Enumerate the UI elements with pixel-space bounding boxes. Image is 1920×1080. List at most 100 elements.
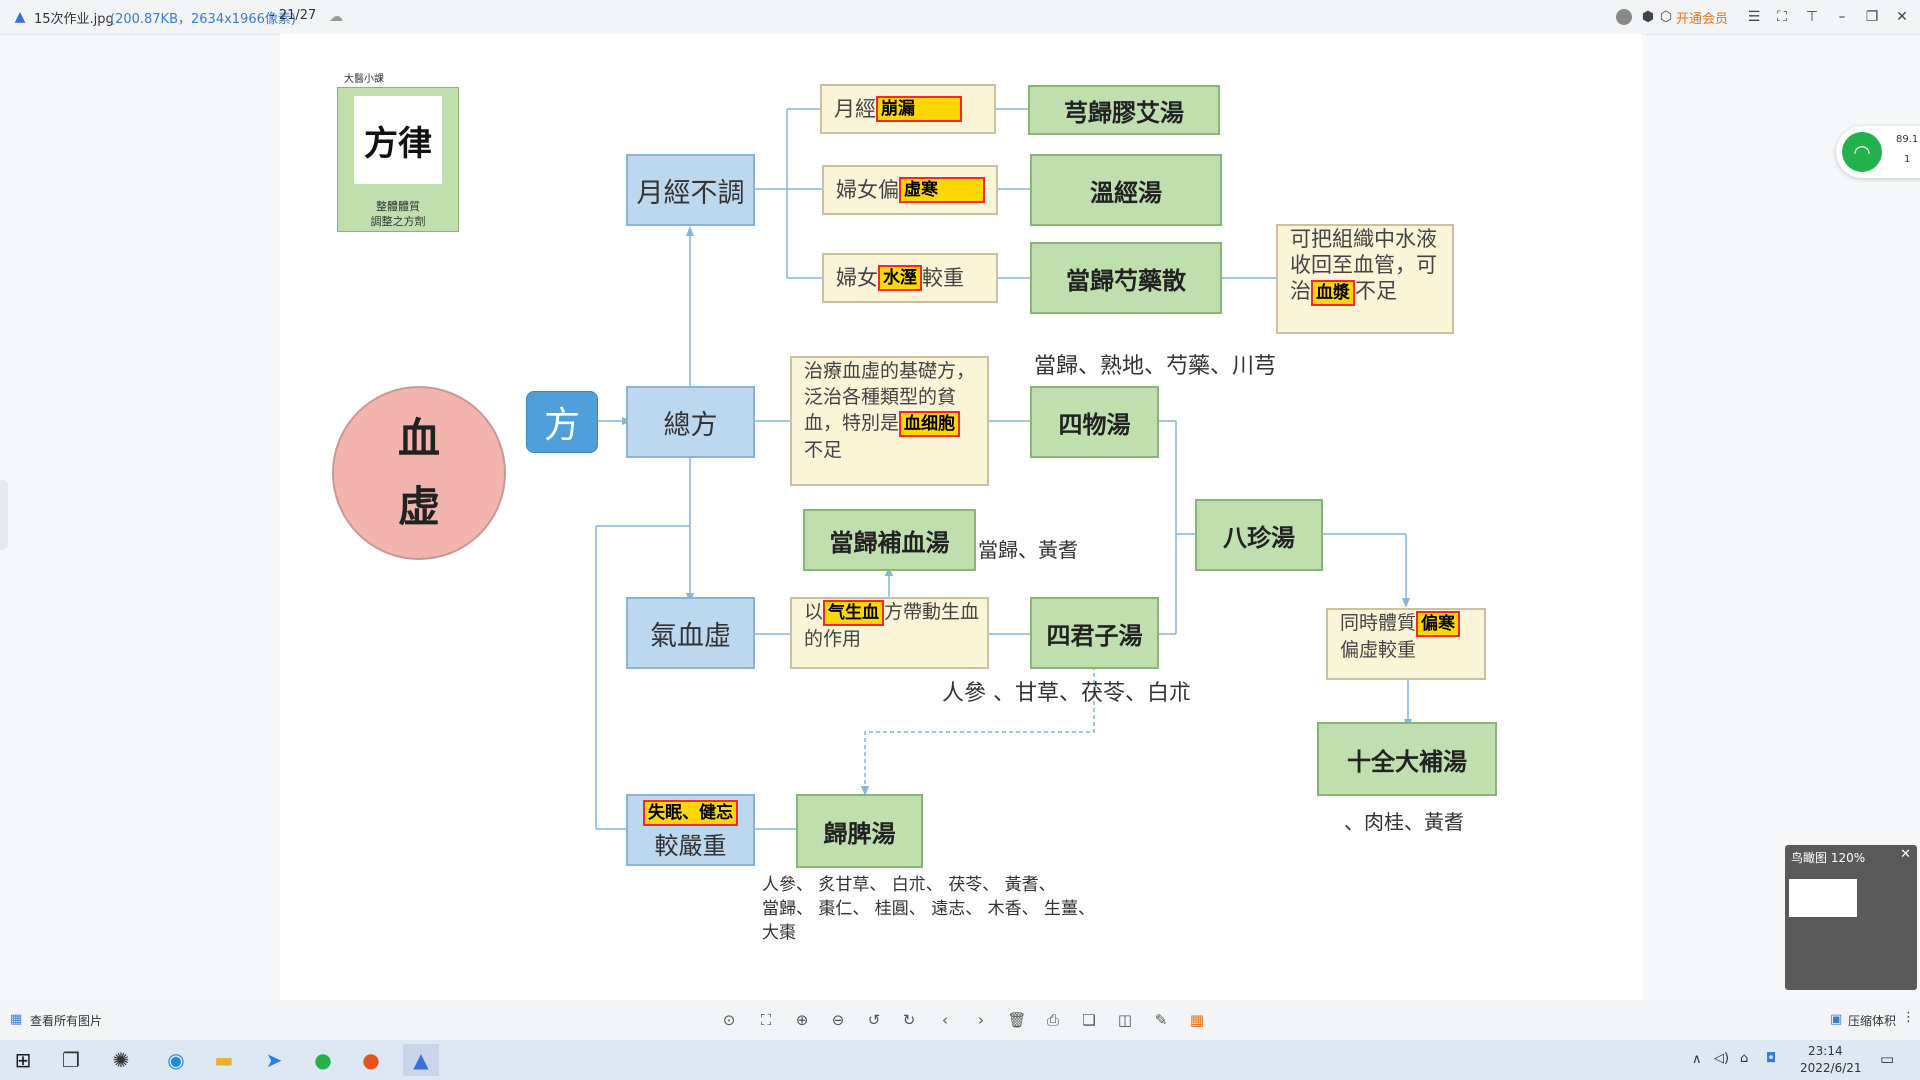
note-tongshi: 同時體質偏寒 偏虛較重 [1326,608,1486,680]
node-qixuexu: 氣血虛 [626,597,755,669]
fuxu-highlight: 虛寒 [899,177,985,203]
fuxu-pre: 婦女偏 [836,178,899,202]
node-guipi: 歸脾湯 [796,794,923,868]
fit-screen-icon[interactable]: ⛶ [760,1011,772,1029]
network-widget[interactable]: ◠ 89.1 1 [1836,126,1920,178]
root-label: 血虚 [397,414,440,531]
next-icon[interactable]: › [978,1011,984,1029]
compress-button[interactable]: 压缩体积 [1848,1014,1897,1028]
yuejing-highlight: 崩漏 [876,96,962,122]
app-swirl-icon[interactable]: ✺ [112,1048,130,1072]
image-counter: - 21/27 [270,8,317,23]
zhiliao-line-4: 不足 [804,439,843,461]
firefox-icon[interactable]: ● [362,1048,380,1072]
image-viewer-icon[interactable]: ▲ [403,1044,439,1076]
edge-icon[interactable]: ◉ [167,1048,185,1072]
siwu-herbs: 當歸、熟地、芍藥、川芎 [1034,354,1277,379]
zuzhi-line-1: 可把組織中水液 [1290,227,1437,251]
notification-icon[interactable]: ▭ [1880,1050,1895,1068]
shield-icon[interactable]: ⬢ [1641,9,1655,25]
input-method-icon[interactable]: ◘ [1766,1051,1777,1066]
apps-icon[interactable]: ▦ [1189,1011,1205,1029]
more-icon[interactable]: ⋮ [1902,1010,1915,1025]
network-tray-icon[interactable]: ⌂ [1740,1051,1749,1066]
node-wenjing: 溫經湯 [1030,154,1222,226]
node-sijunzi: 四君子湯 [1030,597,1159,669]
zoom-out-icon[interactable]: ⊖ [831,1011,845,1029]
zoom-in-icon[interactable]: ⊕ [795,1011,809,1029]
minimap-panel[interactable]: 鸟瞰图 120% ✕ [1785,845,1917,990]
close-icon[interactable]: ✕ [1896,9,1908,25]
net-count: 1 [1904,154,1911,165]
file-meta: (200.87KB，2634x1966像素) [110,12,296,27]
shiquan-herbs: 、肉桂、黃耆 [1344,810,1464,834]
node-shiquan: 十全大補湯 [1317,722,1497,796]
guipi-herbs-3: 大棗 [762,923,796,943]
avatar[interactable] [1614,7,1634,27]
node-yuejing-butiao: 月經不調 [626,154,755,226]
bottom-toolbar: ▦ 查看所有图片 ⊙ ⛶ ⊕ ⊖ ↺ ↻ ‹ › 🗑 ⎙ ❏ ◫ ✎ ▦ ▣ 压… [0,1000,1920,1040]
cloud-upload-icon[interactable]: ☁ [329,9,343,25]
pin-icon[interactable]: ⊤ [1805,9,1819,25]
yiqi-post: 方帶動生血 [884,601,980,623]
mouse-icon[interactable]: ⊙ [722,1011,736,1029]
edit-icon[interactable]: ✎ [1154,1011,1168,1029]
task-view-icon[interactable]: ❐ [62,1048,80,1072]
guipi-herbs-2: 當歸、 棗仁、 桂圓、 遠志、 木香、 生薑、 [762,899,1096,919]
zhiliao-line-1: 治療血虛的基礎方， [804,360,976,382]
taskbar: ⊞ ❐ ✺ ◉ ▬ ➤ ● ● ▲ ∧ ◁) ⌂ ◘ 23:14 2022/6/… [0,1040,1920,1080]
app-logo-icon: ▲ [14,9,26,25]
minimap-title: 鸟瞰图 120% [1791,851,1866,865]
logo-corner-text: 大醫小課 [344,74,384,85]
rotate-right-icon[interactable]: ↻ [902,1011,916,1029]
prev-icon[interactable]: ‹ [942,1011,948,1029]
copy-icon[interactable]: ❏ [1082,1011,1096,1029]
node-xiongguijiaoai: 芎歸膠艾湯 [1028,85,1220,135]
note-zhiliao: 治療血虛的基礎方， 泛治各種類型的貧 血，特別是血细胞 不足 [790,356,989,486]
grid-icon[interactable]: ▦ [10,1012,23,1027]
tongshi-pre: 同時體質 [1340,612,1417,634]
fullscreen-icon[interactable]: ⛶ [1777,9,1787,25]
vip-icon[interactable]: ⬡ [1659,9,1673,25]
print-icon[interactable]: ⎙ [1046,1011,1059,1029]
logo-calligraphy: 方律 [354,96,442,184]
yiqi-line-1: 以气生血方帶動生血 [804,599,979,626]
menu-icon[interactable]: ☰ [1747,9,1761,25]
file-name: 15次作业.jpg [34,12,114,27]
node-zongfang: 總方 [626,386,755,458]
view-all-button[interactable]: 查看所有图片 [30,1014,103,1028]
logo-block: 方律 整體體質 調整之方劑 [337,87,459,232]
volume-icon[interactable]: ◁) [1714,1051,1730,1066]
folder-icon[interactable]: ▬ [214,1048,234,1072]
compare-icon[interactable]: ◫ [1117,1011,1133,1029]
delete-icon[interactable]: 🗑 [1007,1011,1027,1029]
clock-date[interactable]: 2022/6/21 [1800,1061,1862,1075]
vip-link[interactable]: 开通会员 [1676,12,1729,27]
wechat-icon[interactable]: ● [314,1048,332,1072]
shimian-bottom-label: 較嚴重 [654,831,727,860]
windows-start-icon[interactable]: ⊞ [14,1048,32,1072]
tray-chevron-icon[interactable]: ∧ [1692,1052,1702,1067]
fushui-post: 較重 [922,266,964,290]
zhiliao-pre: 血，特別是 [804,412,900,434]
zuzhi-post: 不足 [1355,279,1397,303]
logo-caption-1: 整體體質 [376,200,420,213]
minimap-close-icon[interactable]: ✕ [1900,847,1911,862]
yuejing-pre: 月經 [834,97,876,121]
tongshi-line-2: 偏虛較重 [1340,639,1417,661]
node-siwu: 四物湯 [1030,386,1159,458]
rotate-left-icon[interactable]: ↺ [867,1011,881,1029]
yiqi-highlight: 气生血 [823,600,885,626]
compress-icon[interactable]: ▣ [1830,1012,1843,1027]
node-dangguishaoyao: 當歸芍藥散 [1030,242,1222,314]
side-handle[interactable] [0,480,8,550]
restore-icon[interactable]: ❐ [1865,9,1879,25]
send-icon[interactable]: ➤ [265,1048,283,1072]
wifi-icon: ◠ [1842,132,1882,172]
tongshi-highlight: 偏寒 [1416,611,1461,637]
clock-time[interactable]: 23:14 [1808,1044,1843,1058]
minimap-thumbnail[interactable] [1789,879,1857,917]
image-canvas[interactable]: 大醫小課 方律 整體體質 調整之方劑 血虚 方 月經不調 總方 氣血虛 失眠、健… [280,34,1642,1000]
root-circle: 血虚 [332,386,506,560]
minimize-icon[interactable]: – [1838,9,1846,25]
